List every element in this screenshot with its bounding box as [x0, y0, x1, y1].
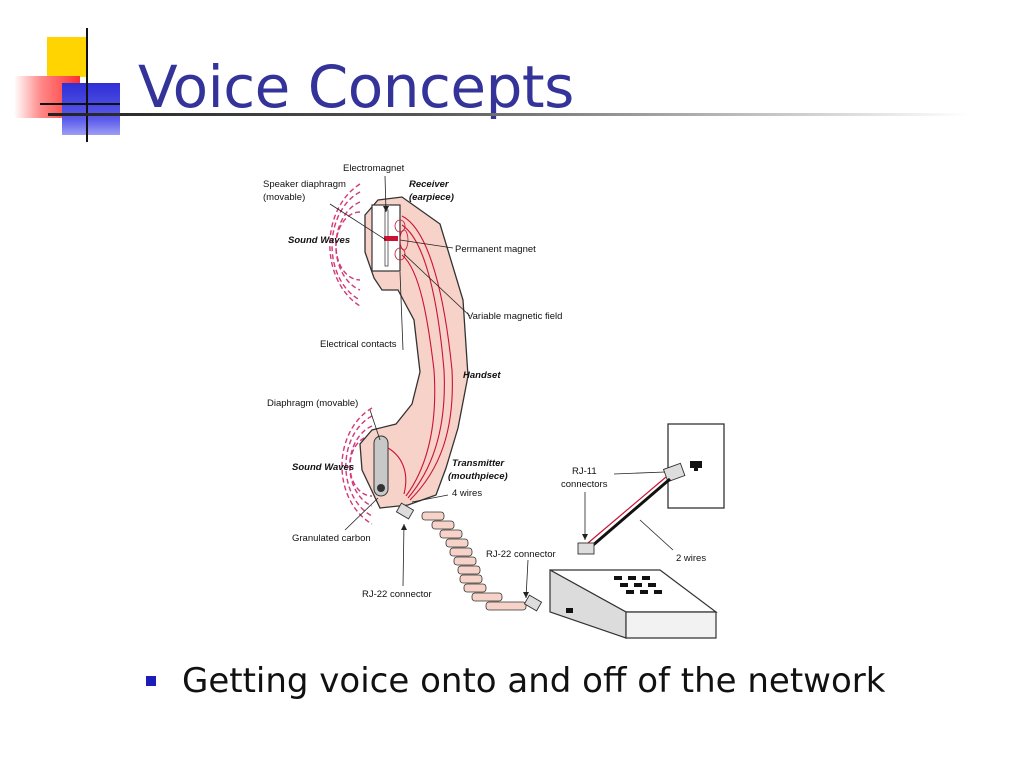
slide-title: Voice Concepts [138, 53, 574, 121]
bullet-text: Getting voice onto and off of the networ… [182, 661, 886, 701]
label-transmitter: Transmitter [452, 458, 505, 469]
sound-waves-transmitter-graphic [341, 407, 373, 525]
label-handset: Handset [463, 370, 501, 381]
label-receiver: Receiver [409, 179, 450, 190]
keypad [614, 576, 662, 594]
handset-body [359, 196, 469, 509]
rj22-plug-handset [395, 502, 415, 520]
label-rj11: RJ-11 [572, 466, 597, 477]
title-divider [48, 113, 968, 116]
label-rj22-connector-handset: RJ-22 connector [362, 589, 432, 600]
label-earpiece: (earpiece) [409, 192, 454, 203]
decor-yellow-square [47, 37, 87, 77]
label-permanent-magnet: Permanent magnet [455, 244, 536, 255]
label-speaker-diaphragm: Speaker diaphragm [263, 179, 346, 190]
decor-blue-square [62, 83, 120, 135]
decor-horizontal-line [40, 103, 120, 105]
label-rj11-connectors: connectors [561, 479, 608, 490]
rj22-plug-base [523, 594, 543, 612]
decor-vertical-line [86, 28, 88, 142]
leader-arrowheads [383, 206, 588, 598]
label-granulated-carbon: Granulated carbon [292, 533, 371, 544]
leader-lines [329, 175, 674, 599]
handset-wires [387, 215, 453, 501]
label-four-wires: 4 wires [452, 488, 482, 499]
label-sound-waves-bottom: Sound Waves [292, 462, 354, 473]
label-mouthpiece: (mouthpiece) [448, 471, 508, 482]
label-two-wires: 2 wires [676, 553, 706, 564]
label-variable-magnetic-field: Variable magnetic field [467, 311, 562, 322]
label-electromagnet: Electromagnet [343, 163, 405, 174]
label-sound-waves-top: Sound Waves [288, 235, 350, 246]
telephone-base [549, 568, 718, 639]
label-speaker-diaphragm-movable: (movable) [263, 192, 305, 203]
carbon-capsule [373, 435, 389, 497]
bullet-marker-icon [146, 676, 156, 686]
rj11-plug-wall [662, 462, 686, 483]
telephone-diagram: Electromagnet Speaker diaphragm (movable… [263, 163, 725, 639]
line-cord-red [587, 476, 667, 544]
label-electrical-contacts: Electrical contacts [320, 339, 397, 350]
bullet-item: Getting voice onto and off of the networ… [146, 656, 885, 706]
coiled-cord [421, 511, 527, 611]
rj11-plug-base [577, 542, 595, 555]
sound-waves-receiver-graphic [329, 183, 361, 307]
label-rj22-connector-cord: RJ-22 connector [486, 549, 556, 560]
label-diaphragm-movable: Diaphragm (movable) [267, 398, 358, 409]
line-cord-black [591, 477, 671, 548]
permanent-magnet-graphic [384, 236, 398, 241]
wall-jack-socket [690, 461, 702, 471]
